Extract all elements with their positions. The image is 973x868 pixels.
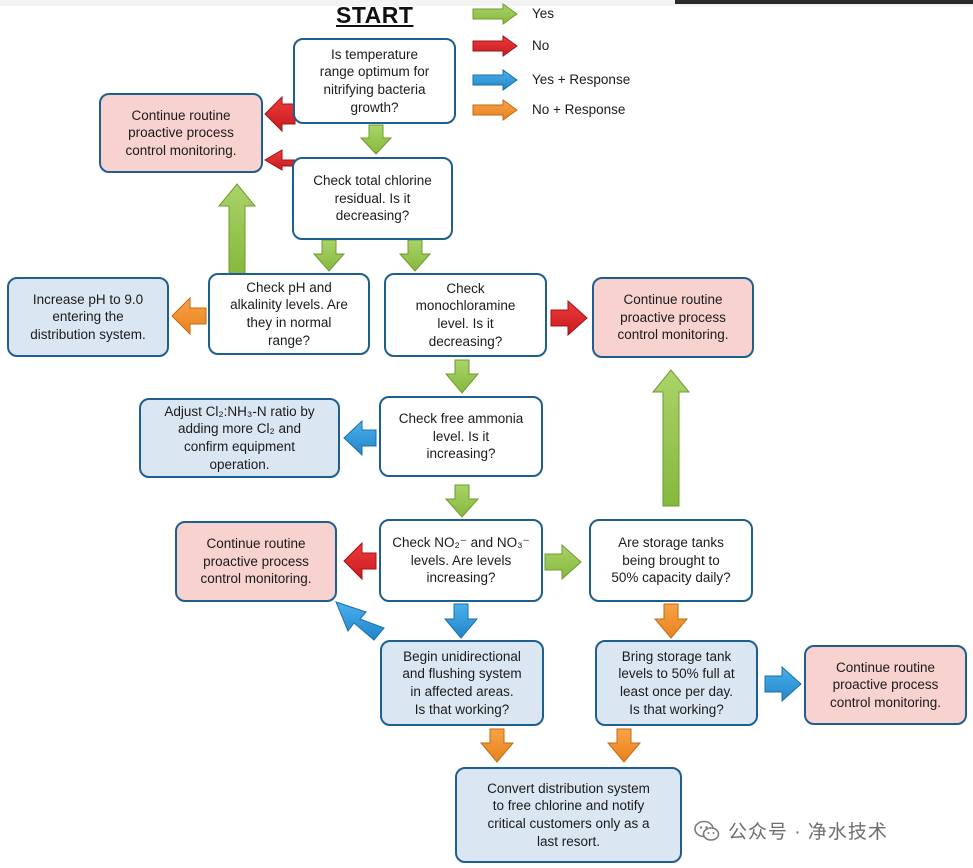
- arrow-temp-no: [264, 95, 296, 133]
- legend-no-arrow: [472, 35, 518, 57]
- arrow-nitrite-yes: [544, 543, 582, 581]
- arrow-flushing-response: [335, 601, 385, 641]
- node-chlorine-residual-question: Check total chlorine residual. Is it dec…: [292, 157, 453, 240]
- arrow-bring-no: [606, 728, 642, 763]
- arrow-storage-response: [653, 603, 689, 639]
- wechat-icon: [694, 819, 720, 843]
- arrow-storage-yes: [651, 369, 691, 507]
- node-convert-free-chlorine-action: Convert distribution system to free chlo…: [455, 767, 682, 863]
- arrow-chlorine-mono: [398, 239, 432, 272]
- node-ph-alkalinity-question: Check pH and alkalinity levels. Are they…: [208, 273, 370, 355]
- arrow-ph-response: [171, 296, 207, 336]
- legend-no-response-label: No + Response: [532, 102, 626, 117]
- arrow-mono-no: [550, 299, 588, 337]
- arrow-temp-yes: [359, 124, 393, 155]
- legend-yes-response-arrow: [472, 69, 518, 91]
- watermark-text: 公众号 · 净水技术: [728, 822, 888, 843]
- arrow-nitrite-response: [443, 603, 479, 639]
- node-nitrite-nitrate-question: Check NO₂⁻ and NO₃⁻ levels. Are levels i…: [379, 519, 543, 602]
- node-monochloramine-question: Check monochloramine level. Is it decrea…: [384, 273, 547, 357]
- node-free-ammonia-question: Check free ammonia level. Is it increasi…: [379, 396, 543, 477]
- arrow-ammonia-response: [343, 419, 377, 457]
- legend-yes-response-label: Yes + Response: [532, 72, 631, 87]
- watermark: 公众号 · 净水技术: [694, 817, 888, 844]
- arrow-chlorine-ph: [312, 239, 346, 272]
- node-continue-monitoring-bottom: Continue routine proactive process contr…: [804, 645, 967, 725]
- node-temperature-question: Is temperature range optimum for nitrify…: [293, 38, 456, 124]
- top-cropped-band: [0, 0, 973, 6]
- top-cropped-band-dark: [675, 0, 973, 4]
- legend-no-label: No: [532, 38, 550, 53]
- node-increase-ph-action: Increase pH to 9.0 entering the distribu…: [7, 277, 169, 357]
- legend-no-response-arrow: [472, 99, 518, 121]
- start-title: START: [336, 2, 414, 28]
- arrow-bring-response: [764, 665, 802, 703]
- node-adjust-ratio-action: Adjust Cl₂:NH₃-N ratio by adding more Cl…: [139, 398, 340, 478]
- node-continue-monitoring-middle: Continue routine proactive process contr…: [175, 521, 337, 602]
- node-continue-monitoring-top: Continue routine proactive process contr…: [99, 93, 263, 173]
- arrow-nitrite-no: [343, 541, 377, 581]
- node-unidirectional-flushing-action: Begin unidirectional and flushing system…: [380, 640, 544, 726]
- legend-yes-arrow: [472, 3, 518, 25]
- node-continue-monitoring-right: Continue routine proactive process contr…: [592, 277, 754, 358]
- arrow-ph-yes: [217, 183, 257, 275]
- legend-yes-label: Yes: [532, 6, 555, 21]
- arrow-ammonia-yes: [444, 484, 480, 518]
- node-storage-tanks-question: Are storage tanks being brought to 50% c…: [589, 519, 753, 602]
- arrow-flushing-no: [479, 728, 515, 763]
- node-bring-tank-levels-action: Bring storage tank levels to 50% full at…: [595, 640, 758, 726]
- arrow-chlorine-no: [264, 149, 296, 171]
- arrow-mono-yes: [444, 359, 480, 394]
